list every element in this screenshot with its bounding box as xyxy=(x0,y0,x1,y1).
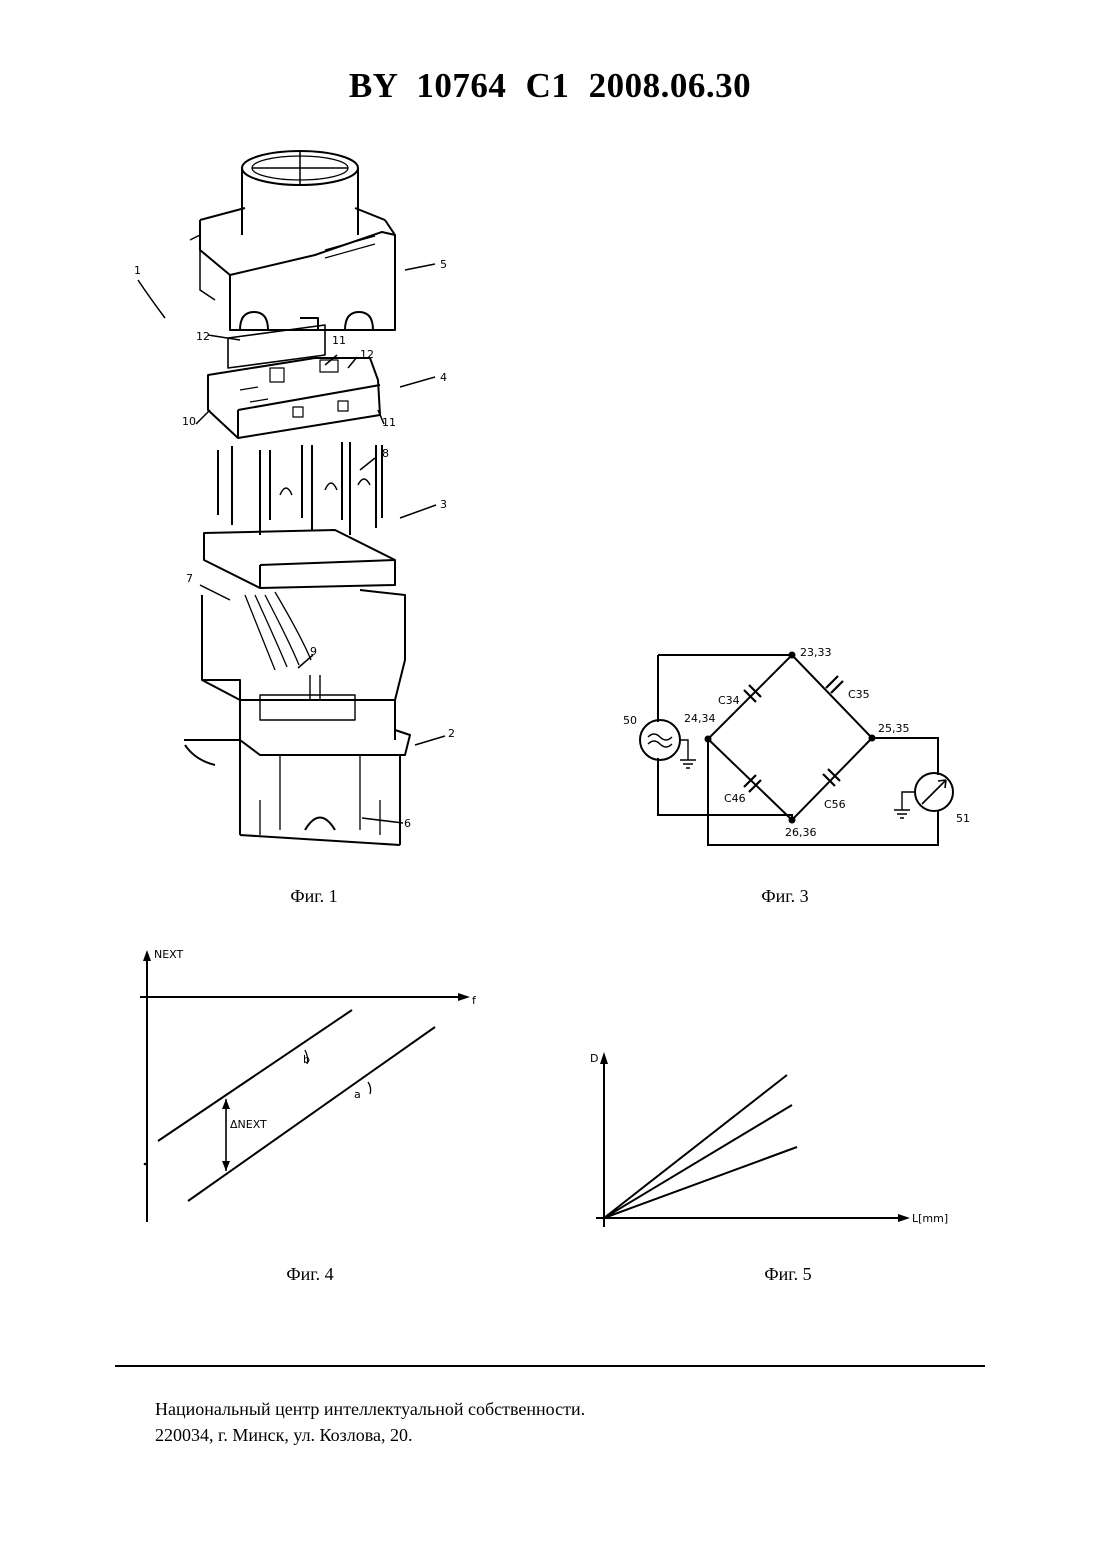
fig4-x-label: f xyxy=(472,994,477,1007)
footer-line-1: Национальный центр интеллектуальной собс… xyxy=(155,1396,585,1422)
label-12a: 12 xyxy=(196,330,210,343)
part-2-housing xyxy=(184,590,410,845)
footer: Национальный центр интеллектуальной собс… xyxy=(155,1396,585,1448)
line-b-label: b xyxy=(303,1053,310,1066)
figure-1-caption: Фиг. 1 xyxy=(254,886,374,907)
fig4-y-label: NEXT xyxy=(154,948,184,961)
figure-4-labels: NEXT f ΔNEXT b a xyxy=(154,948,477,1131)
label-11b: 11 xyxy=(382,416,396,429)
fig5-y-arrow xyxy=(600,1052,608,1064)
c35-label: C35 xyxy=(848,688,870,701)
figure-5-labels: D L[mm] xyxy=(590,1052,948,1225)
meter-51-label: 51 xyxy=(956,812,970,825)
figure-4-graph: NEXT f ΔNEXT b a xyxy=(130,940,480,1230)
label-6: 6 xyxy=(404,817,411,830)
part-5-cover xyxy=(190,151,395,330)
fig5-x-label: L[mm] xyxy=(912,1212,948,1225)
fig5-line-2 xyxy=(604,1105,792,1218)
label-1: 1 xyxy=(134,264,141,277)
document-header: BY 10764 C1 2008.06.30 xyxy=(0,66,1100,106)
label-11a: 11 xyxy=(332,334,346,347)
label-7: 7 xyxy=(186,572,193,585)
label-10: 10 xyxy=(182,415,196,428)
node-26-36-label: 26,36 xyxy=(785,826,817,839)
source-50-label: 50 xyxy=(623,714,637,727)
c46-label: C46 xyxy=(724,792,746,805)
label-5: 5 xyxy=(440,258,447,271)
figure-1-drawing: 1 5 12 11 12 4 10 11 8 3 7 9 2 6 xyxy=(120,140,480,860)
label-3: 3 xyxy=(440,498,447,511)
node-23-33-label: 23,33 xyxy=(800,646,832,659)
fig5-y-label: D xyxy=(590,1052,598,1065)
figure-3-labels: 23,33 24,34 25,35 26,36 C34 C35 C46 C56 … xyxy=(623,646,970,839)
label-12b: 12 xyxy=(360,348,374,361)
delta-next-label: ΔNEXT xyxy=(230,1118,267,1131)
footer-line-2: 220034, г. Минск, ул. Козлова, 20. xyxy=(155,1422,585,1448)
c56-label: C56 xyxy=(824,798,846,811)
footer-divider xyxy=(115,1365,985,1367)
line-a-label: a xyxy=(354,1088,361,1101)
label-2: 2 xyxy=(448,727,455,740)
figure-3-caption: Фиг. 3 xyxy=(725,886,845,907)
figure-5-caption: Фиг. 5 xyxy=(728,1264,848,1285)
fig4-y-arrow xyxy=(143,950,151,961)
figure-5-graph: D L[mm] xyxy=(580,1040,970,1240)
fig4-x-arrow xyxy=(458,993,470,1001)
label-9: 9 xyxy=(310,645,317,658)
node-24-34-label: 24,34 xyxy=(684,712,716,725)
fig5-x-arrow xyxy=(898,1214,910,1222)
figure-4-caption: Фиг. 4 xyxy=(250,1264,370,1285)
part-4-plate xyxy=(208,325,380,438)
node-25-35-label: 25,35 xyxy=(878,722,910,735)
fig4-line-a xyxy=(188,1027,435,1201)
part-3-contact-carrier xyxy=(204,442,395,588)
figure-3-circuit: 23,33 24,34 25,35 26,36 C34 C35 C46 C56 … xyxy=(620,640,980,860)
fig5-line-1 xyxy=(604,1075,787,1218)
c34-label: C34 xyxy=(718,694,740,707)
label-8: 8 xyxy=(382,447,389,460)
fig5-line-3 xyxy=(604,1147,797,1218)
label-4: 4 xyxy=(440,371,447,384)
